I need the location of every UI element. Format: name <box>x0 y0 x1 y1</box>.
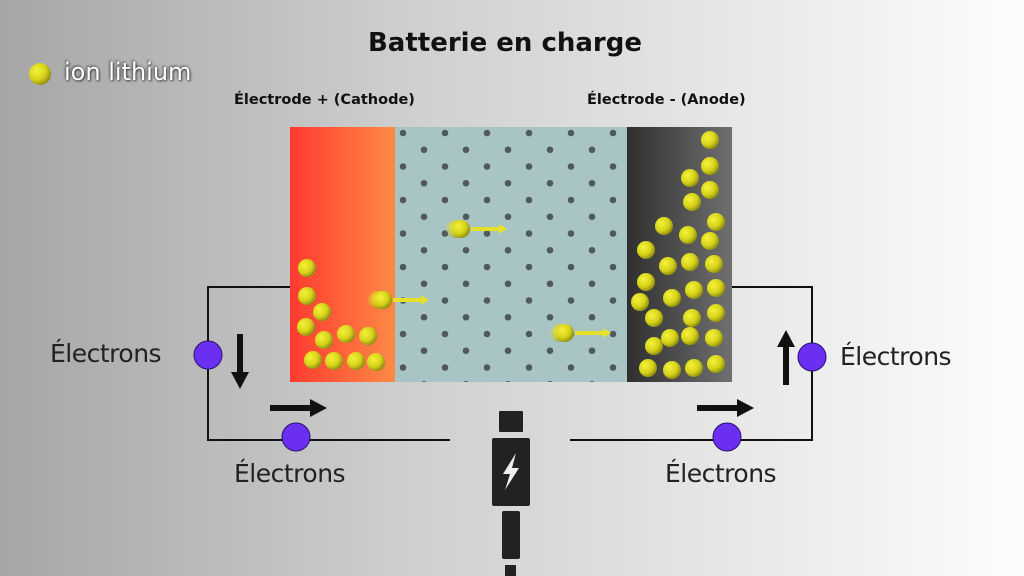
lithium-ion <box>347 352 365 370</box>
lithium-ion <box>645 337 663 355</box>
lithium-ion <box>645 309 663 327</box>
lithium-ion <box>705 255 723 273</box>
lithium-ion <box>359 327 377 345</box>
moving-ion <box>446 220 507 238</box>
cathode <box>290 127 395 382</box>
electron-right <box>797 342 827 372</box>
lithium-ion <box>639 359 657 377</box>
lithium-ion <box>297 318 315 336</box>
electrons-label-bottom-right: Électrons <box>665 459 777 488</box>
lithium-ion <box>663 289 681 307</box>
diagram-title: Batterie en charge <box>367 28 642 58</box>
lithium-ion <box>679 226 697 244</box>
arrow-right-icon <box>270 399 327 417</box>
moving-ions <box>368 220 611 342</box>
lithium-ion <box>685 281 703 299</box>
anode-label: Électrode - (Anode) <box>587 92 746 108</box>
lithium-ion <box>681 327 699 345</box>
charger-plug-icon <box>492 411 530 576</box>
lithium-ion <box>367 353 385 371</box>
lithium-ion <box>298 287 316 305</box>
lithium-ion <box>637 273 655 291</box>
lithium-ion <box>685 359 703 377</box>
electron-bottom-right <box>712 422 742 452</box>
lithium-ion <box>637 241 655 259</box>
lithium-ion <box>298 259 316 277</box>
lithium-ion <box>705 329 723 347</box>
lithium-ion <box>315 331 333 349</box>
ion-direction-arrow-icon <box>575 328 611 338</box>
lightning-bolt-icon <box>503 453 519 490</box>
lithium-ions <box>297 131 725 379</box>
electrons-label-right: Électrons <box>840 342 952 371</box>
electrons-label-left: Électrons <box>50 339 162 368</box>
lithium-ion <box>707 279 725 297</box>
lithium-ion <box>304 351 322 369</box>
lithium-ion <box>337 325 355 343</box>
lithium-ion <box>655 217 673 235</box>
electrons <box>193 340 827 452</box>
lithium-ion <box>661 329 679 347</box>
electron-bottom-left <box>281 422 311 452</box>
ion-direction-arrow-icon <box>393 295 429 305</box>
lithium-ion <box>701 131 719 149</box>
lithium-ion <box>701 232 719 250</box>
arrow-up-icon <box>777 330 795 385</box>
legend-ion-icon <box>29 63 51 85</box>
lithium-ion <box>707 355 725 373</box>
lithium-ion <box>631 293 649 311</box>
electron-left <box>193 340 223 370</box>
lithium-ion <box>681 169 699 187</box>
lithium-ion <box>663 361 681 379</box>
lithium-ion <box>683 193 701 211</box>
lithium-ion <box>701 157 719 175</box>
cathode-label: Électrode + (Cathode) <box>234 92 415 108</box>
lithium-ion <box>707 304 725 322</box>
moving-ion <box>550 324 611 342</box>
lithium-ion <box>659 257 677 275</box>
lithium-ion <box>701 181 719 199</box>
electrolyte-dots <box>395 127 627 382</box>
lithium-ion <box>707 213 725 231</box>
moving-ion <box>368 291 429 309</box>
lithium-ion <box>313 303 331 321</box>
arrow-right-icon <box>697 399 754 417</box>
electrons-label-bottom-left: Électrons <box>234 459 346 488</box>
lithium-ion <box>681 253 699 271</box>
lithium-ion <box>325 352 343 370</box>
ion-direction-arrow-icon <box>471 224 507 234</box>
arrow-down-icon <box>231 334 249 389</box>
lithium-ion <box>683 309 701 327</box>
legend-label: ion lithium <box>64 58 192 86</box>
